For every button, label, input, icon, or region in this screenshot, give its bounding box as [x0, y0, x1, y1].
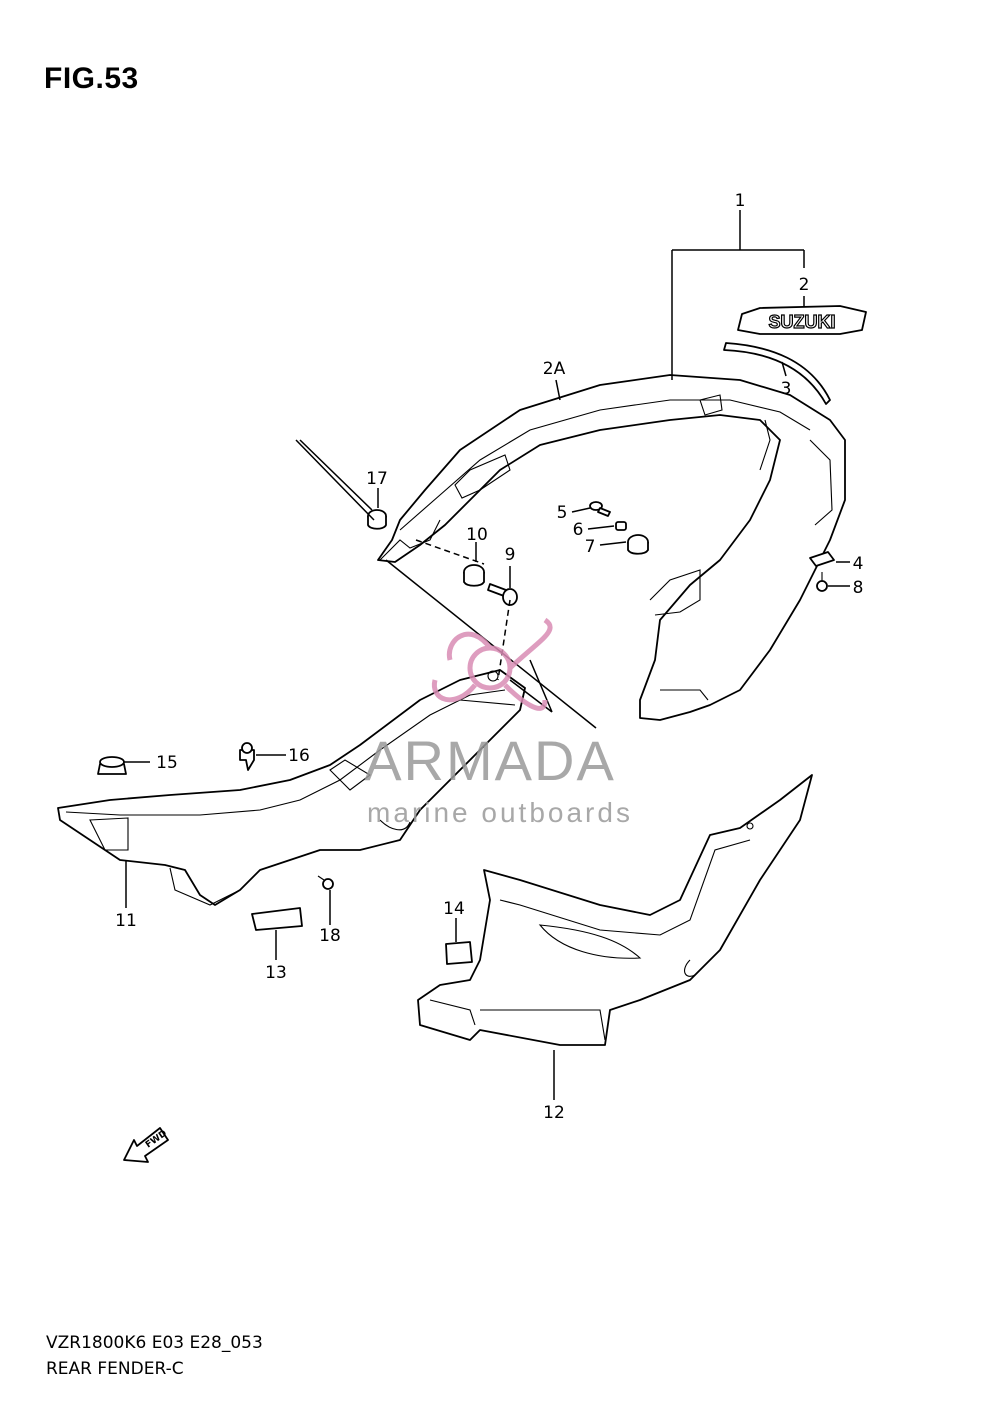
callout-11: 11: [115, 911, 137, 931]
part-10-cushion: [463, 564, 485, 587]
watermark-logo-icon: [431, 617, 553, 711]
callout-6: 6: [573, 520, 584, 540]
callout-17: 17: [366, 469, 388, 489]
callout-15: 15: [156, 753, 178, 773]
callout-7: 7: [585, 537, 596, 557]
callout-2: 2: [799, 275, 810, 295]
figure-title: FIG.53: [44, 62, 139, 95]
part-5-bolt: [589, 501, 611, 517]
callout-10: 10: [466, 525, 488, 545]
part-13-pad: [251, 907, 303, 931]
part-12-side-cover: [417, 774, 813, 1046]
part-4-clip-nut: [809, 551, 835, 567]
fwd-arrow-icon: FWD: [123, 1127, 169, 1163]
section-name: REAR FENDER-C: [46, 1359, 184, 1379]
decal-text: SUZUKI: [769, 312, 836, 332]
callout-2a: 2A: [543, 359, 566, 379]
callout-leaders: [124, 210, 850, 1100]
callout-4: 4: [853, 554, 864, 574]
callout-5: 5: [557, 503, 568, 523]
part-3-tape-strip: [723, 342, 831, 405]
callout-18: 18: [319, 926, 341, 946]
watermark-brand: ARMADA: [364, 729, 616, 792]
callout-16: 16: [288, 746, 310, 766]
callout-9: 9: [505, 545, 516, 565]
part-6-collar: [615, 521, 627, 531]
callout-12: 12: [543, 1103, 565, 1123]
part-2-suzuki-decal: SUZUKI: [737, 305, 867, 335]
part-18-screw: [317, 875, 334, 890]
watermark: ARMADA marine outboards: [364, 617, 633, 828]
part-14-pad: [445, 941, 473, 965]
part-11-side-cover: [57, 669, 526, 906]
callout-3: 3: [781, 379, 792, 399]
part-7-grommet: [627, 534, 649, 555]
model-code: VZR1800K6 E03 E28_053: [46, 1333, 263, 1353]
callout-8: 8: [853, 578, 864, 598]
part-17-grommet: [367, 509, 387, 530]
part-9-bolt: [487, 583, 518, 606]
watermark-tagline: marine outboards: [367, 797, 633, 828]
callout-1: 1: [735, 191, 746, 211]
callout-14: 14: [443, 899, 465, 919]
part-8-screw: [816, 572, 828, 592]
part-15-grommet: [97, 756, 127, 775]
part-16-clip: [239, 742, 255, 771]
callout-13: 13: [265, 963, 287, 983]
part-2a-seat-cowl: [377, 374, 846, 721]
